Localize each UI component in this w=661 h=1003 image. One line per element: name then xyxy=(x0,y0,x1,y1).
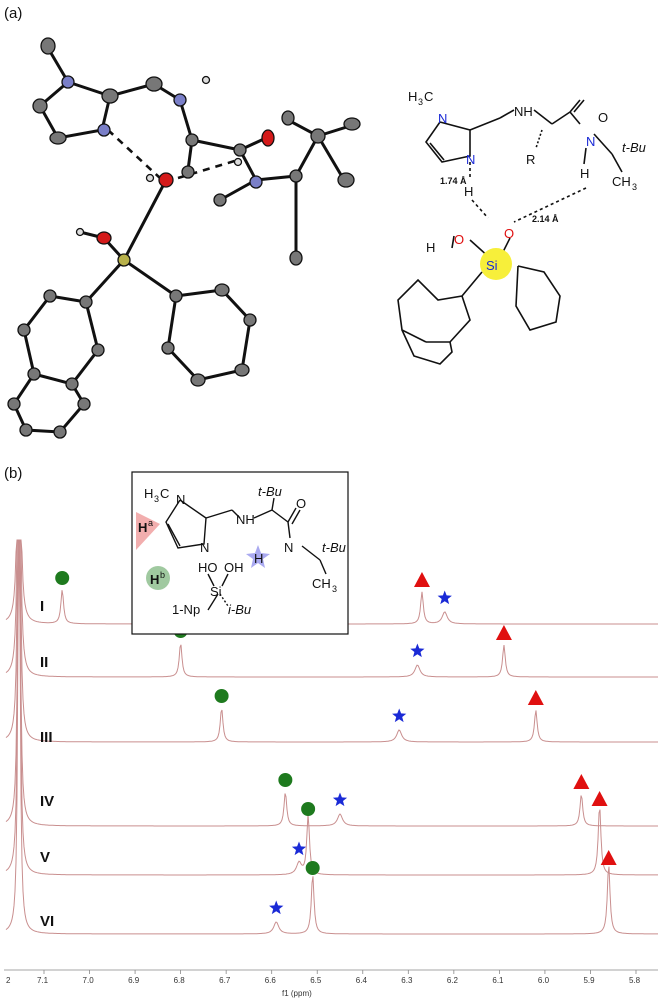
inset-n1: N xyxy=(176,492,185,507)
chem-a-ch3: CH xyxy=(612,174,631,189)
triangle-marker-V xyxy=(591,791,608,806)
spectrum-trace-IV xyxy=(5,539,658,827)
spectrum-trace-III xyxy=(5,539,658,743)
spectrum-label-III: III xyxy=(40,729,53,746)
star-marker-I xyxy=(437,590,452,605)
x-tick-left: 2 xyxy=(6,976,11,985)
inset-methyl-c: C xyxy=(160,486,169,501)
chem-a-ch3-sub: 3 xyxy=(632,182,637,192)
inset-ch3-sub: 3 xyxy=(332,584,337,594)
x-tick-label: 7.0 xyxy=(83,976,95,985)
inset-np: 1-Np xyxy=(172,602,200,617)
x-tick-label: 6.5 xyxy=(310,976,322,985)
chem-a-n1: N xyxy=(438,111,447,126)
chem-a-methyl-h: H xyxy=(408,89,417,104)
chem-a-methyl-sub: 3 xyxy=(418,97,423,107)
x-tick-label: 5.9 xyxy=(583,976,595,985)
spectrum-trace-VI xyxy=(5,539,658,935)
inset-structure: H 3 C N N NH t-Bu O N H t-Bu CH 3 H a H … xyxy=(131,471,349,635)
h-bond-dashes xyxy=(107,129,239,180)
spectrum-label-I: I xyxy=(40,598,44,615)
chem-a-si: Si xyxy=(486,258,498,273)
chem-a-methyl-c: C xyxy=(424,89,433,104)
inset-o: O xyxy=(296,496,306,511)
x-tick-label: 6.2 xyxy=(447,976,459,985)
x-tick-label: 6.9 xyxy=(128,976,140,985)
x-tick-label: 6.7 xyxy=(219,976,231,985)
triangle-marker-I xyxy=(413,572,430,587)
circle-marker-I xyxy=(55,571,70,585)
inset-ho: HO xyxy=(198,560,218,575)
chem-a-dist1: 1.74 Å xyxy=(440,176,467,186)
inset-amide-h: H xyxy=(254,551,263,566)
chem-a-o: O xyxy=(598,110,608,125)
circle-marker-V xyxy=(301,802,316,816)
x-axis-label: f1 (ppm) xyxy=(282,989,312,998)
triangle-marker-VI xyxy=(600,850,617,865)
inset-methyl-sub: 3 xyxy=(154,494,159,504)
chem-a-n2: N xyxy=(466,152,475,167)
spectrum-label-VI: VI xyxy=(40,913,54,930)
chem-a-silanol-h: H xyxy=(426,240,435,255)
chem-a-tbu: t-Bu xyxy=(622,140,646,155)
x-tick-label: 6.4 xyxy=(356,976,368,985)
inset-nh: NH xyxy=(236,512,255,527)
chem-a-r: R xyxy=(526,152,535,167)
star-marker-V xyxy=(291,841,307,856)
spectrum-trace-II xyxy=(5,539,658,678)
inset-hb: H xyxy=(150,572,159,587)
x-tick-label: 6.8 xyxy=(174,976,186,985)
triangle-marker-III xyxy=(527,690,544,705)
atom-ellipsoids xyxy=(7,37,361,439)
chem-a-nh: NH xyxy=(514,104,533,119)
x-tick-label: 7.1 xyxy=(37,976,49,985)
panel-label-b: (b) xyxy=(4,465,22,482)
inset-oh: OH xyxy=(224,560,244,575)
spectrum-label-V: V xyxy=(40,849,50,866)
inset-ibu: i-Bu xyxy=(228,602,251,617)
inset-tbu-top: t-Bu xyxy=(258,484,282,499)
inset-n2: N xyxy=(200,540,209,555)
x-tick-label: 6.0 xyxy=(538,976,550,985)
circle-marker-VI xyxy=(305,861,320,875)
inset-ch3: CH xyxy=(312,576,331,591)
chem-structure-a xyxy=(397,99,623,365)
inset-tbu-right: t-Bu xyxy=(322,540,346,555)
circle-marker-IV xyxy=(278,773,293,787)
inset-si: Si xyxy=(210,584,222,599)
inset-methyl-h: H xyxy=(144,486,153,501)
x-tick-label: 5.8 xyxy=(629,976,641,985)
spectrum-label-II: II xyxy=(40,654,48,671)
inset-ha: H xyxy=(138,520,147,535)
star-marker-VI xyxy=(269,900,284,915)
inset-hb-sup: b xyxy=(160,570,165,580)
star-marker-III xyxy=(392,708,407,723)
chem-a-silanol-o1: O xyxy=(454,232,464,247)
x-axis: 2 7.1 7.0 6.9 6.8 6.7 6.6 6.5 6.4 6.3 6.2 6.1 6.0 5.9… xyxy=(4,969,658,985)
x-tick-label: 6.1 xyxy=(492,976,504,985)
chem-a-dist2: 2.14 Å xyxy=(532,214,559,224)
chem-a-amide-h: H xyxy=(580,166,589,181)
triangle-marker-IV xyxy=(573,774,590,789)
panel-label-a: (a) xyxy=(4,5,22,22)
chem-a-bridge-h: H xyxy=(464,184,473,199)
spectrum-trace-V xyxy=(5,539,658,876)
inset-ha-sup: a xyxy=(148,518,153,528)
chem-a-silanol-o2: O xyxy=(504,226,514,241)
si-highlight xyxy=(480,248,512,280)
star-marker-II xyxy=(410,643,425,658)
chem-a-amide-n: N xyxy=(586,134,595,149)
x-tick-label: 6.6 xyxy=(265,976,277,985)
inset-amide-n: N xyxy=(284,540,293,555)
star-marker-IV xyxy=(332,792,348,807)
x-tick-label: 6.3 xyxy=(401,976,413,985)
spectrum-label-IV: IV xyxy=(40,793,54,810)
circle-marker-III xyxy=(214,689,229,703)
triangle-marker-II xyxy=(495,625,512,640)
